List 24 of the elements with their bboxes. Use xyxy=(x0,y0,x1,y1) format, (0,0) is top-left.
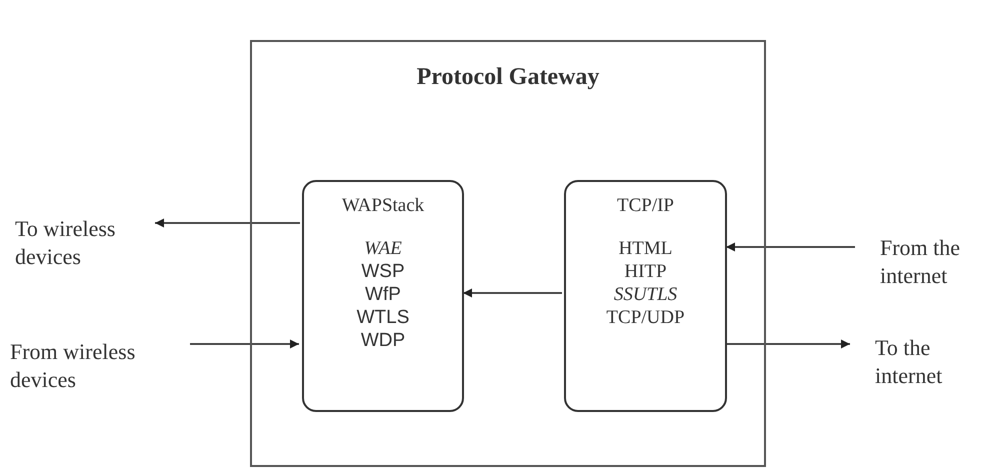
protocol-name: HTML xyxy=(618,237,672,260)
arrow xyxy=(463,288,562,298)
protocol-name: WfP xyxy=(365,283,401,306)
endpoint-label: To wireless devices xyxy=(15,215,116,271)
protocol-name: WSP xyxy=(361,260,405,283)
endpoint-label: From the internet xyxy=(880,234,962,290)
protocol-stack-box xyxy=(564,180,727,412)
arrow xyxy=(190,340,299,348)
protocol-name: HITP xyxy=(624,260,667,283)
title-text: Protocol Gateway xyxy=(416,64,600,91)
protocol-name: SSUTLS xyxy=(614,283,678,306)
endpoint-label: To the internet xyxy=(875,334,944,390)
protocol-stack-box xyxy=(302,180,464,412)
protocol-name: WTLS xyxy=(356,306,410,329)
arrow xyxy=(726,242,855,252)
gateway-box xyxy=(250,40,766,467)
endpoint-label: From wireless devices xyxy=(10,338,136,394)
arrow xyxy=(155,218,300,228)
arrow xyxy=(725,340,850,348)
stack-heading: WAPStack xyxy=(342,194,424,217)
protocol-name: WDP xyxy=(360,329,406,352)
stack-heading: TCP/IP xyxy=(616,194,674,217)
protocol-name: WAE xyxy=(364,237,402,260)
protocol-name: TCP/UDP xyxy=(606,306,685,329)
